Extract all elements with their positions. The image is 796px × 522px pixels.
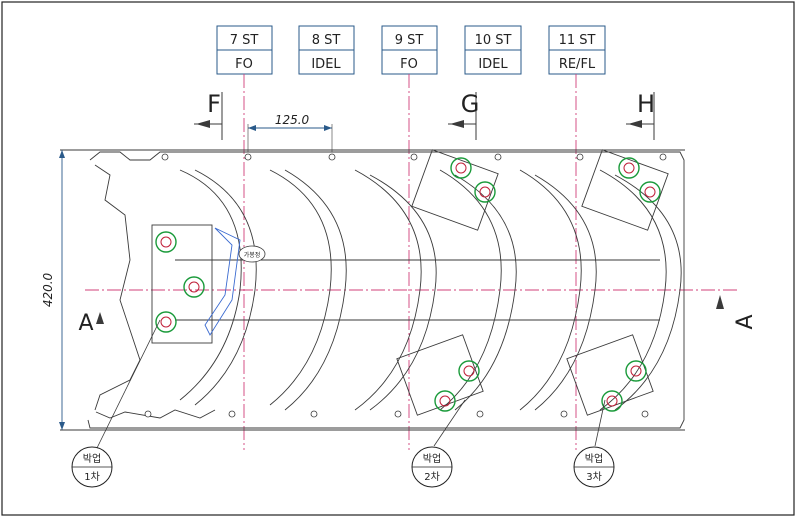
height-dimension: 420.0 (41, 150, 65, 430)
station-number-label: 8 ST (312, 33, 341, 48)
pin-h-top-b (639, 181, 661, 203)
callout-bottom-label: 1차 (84, 471, 100, 483)
pin-g-bot-b (434, 390, 456, 412)
pin-g-top-b (474, 181, 496, 203)
section-letter-a-left: A (78, 311, 93, 336)
station-operation-label: IDEL (478, 57, 508, 72)
station-header-7: 7 ST FO (216, 25, 273, 75)
station-operation-label: IDEL (311, 57, 341, 72)
callout-leaders (95, 319, 606, 451)
section-letter-h: H (637, 90, 655, 118)
pin-g-bot-a (458, 360, 480, 382)
station-number-label: 9 ST (395, 33, 424, 48)
station-header-11: 11 ST RE/FL (548, 25, 606, 75)
callout-top-label: 박업 (585, 452, 603, 465)
station-centerlines (243, 74, 577, 450)
station-operation-label: RE/FL (559, 57, 596, 72)
station-operation-label: FO (400, 57, 418, 72)
guide-plate-outline (204, 227, 241, 336)
pin-g-top-a (450, 157, 472, 179)
pin-1b (183, 276, 205, 298)
station-operation-label: FO (235, 57, 253, 72)
section-letter-g: G (461, 90, 480, 118)
pin-1a (155, 231, 177, 253)
callout-top-label: 박업 (423, 452, 441, 465)
section-mark-h: H (626, 90, 655, 140)
station-header-9: 9 ST FO (381, 25, 438, 75)
strip-outline (60, 149, 685, 431)
section-letter-a-right: A (733, 314, 758, 329)
station-number-label: 7 ST (230, 33, 259, 48)
station-header-8: 8 ST IDEL (298, 25, 355, 75)
section-mark-a-left: A (78, 311, 104, 336)
station-header-10: 10 ST IDEL (464, 25, 522, 75)
section-mark-a-right: A (716, 295, 758, 330)
tag-callout: 가봉정 (238, 245, 266, 263)
callout-pickup-2: 박업 2차 (411, 446, 453, 488)
callout-bottom-label: 2차 (424, 471, 440, 483)
pins (155, 157, 661, 412)
height-value: 420.0 (41, 272, 55, 307)
pin-h-bot-b (601, 390, 623, 412)
tag-label: 가봉정 (244, 251, 261, 259)
station-number-label: 10 ST (475, 33, 512, 48)
pin-h-bot-a (625, 360, 647, 382)
pilot-holes (144, 153, 667, 418)
callout-pickup-3: 박업 3차 (573, 446, 615, 488)
station-number-label: 11 ST (559, 33, 596, 48)
pickup-plates (151, 149, 669, 416)
pitch-dimension: 125.0 (247, 113, 333, 152)
callout-top-label: 박업 (83, 452, 101, 465)
pin-1c (155, 311, 177, 333)
section-mark-g: G (448, 90, 479, 140)
callout-bottom-label: 3차 (586, 471, 602, 483)
pitch-value: 125.0 (275, 113, 310, 127)
section-letter-f: F (207, 90, 221, 118)
pin-h-top-a (618, 157, 640, 179)
part-section-curves (175, 169, 682, 411)
callout-pickup-1: 박업 1차 (71, 446, 113, 488)
section-mark-f: F (194, 90, 223, 140)
